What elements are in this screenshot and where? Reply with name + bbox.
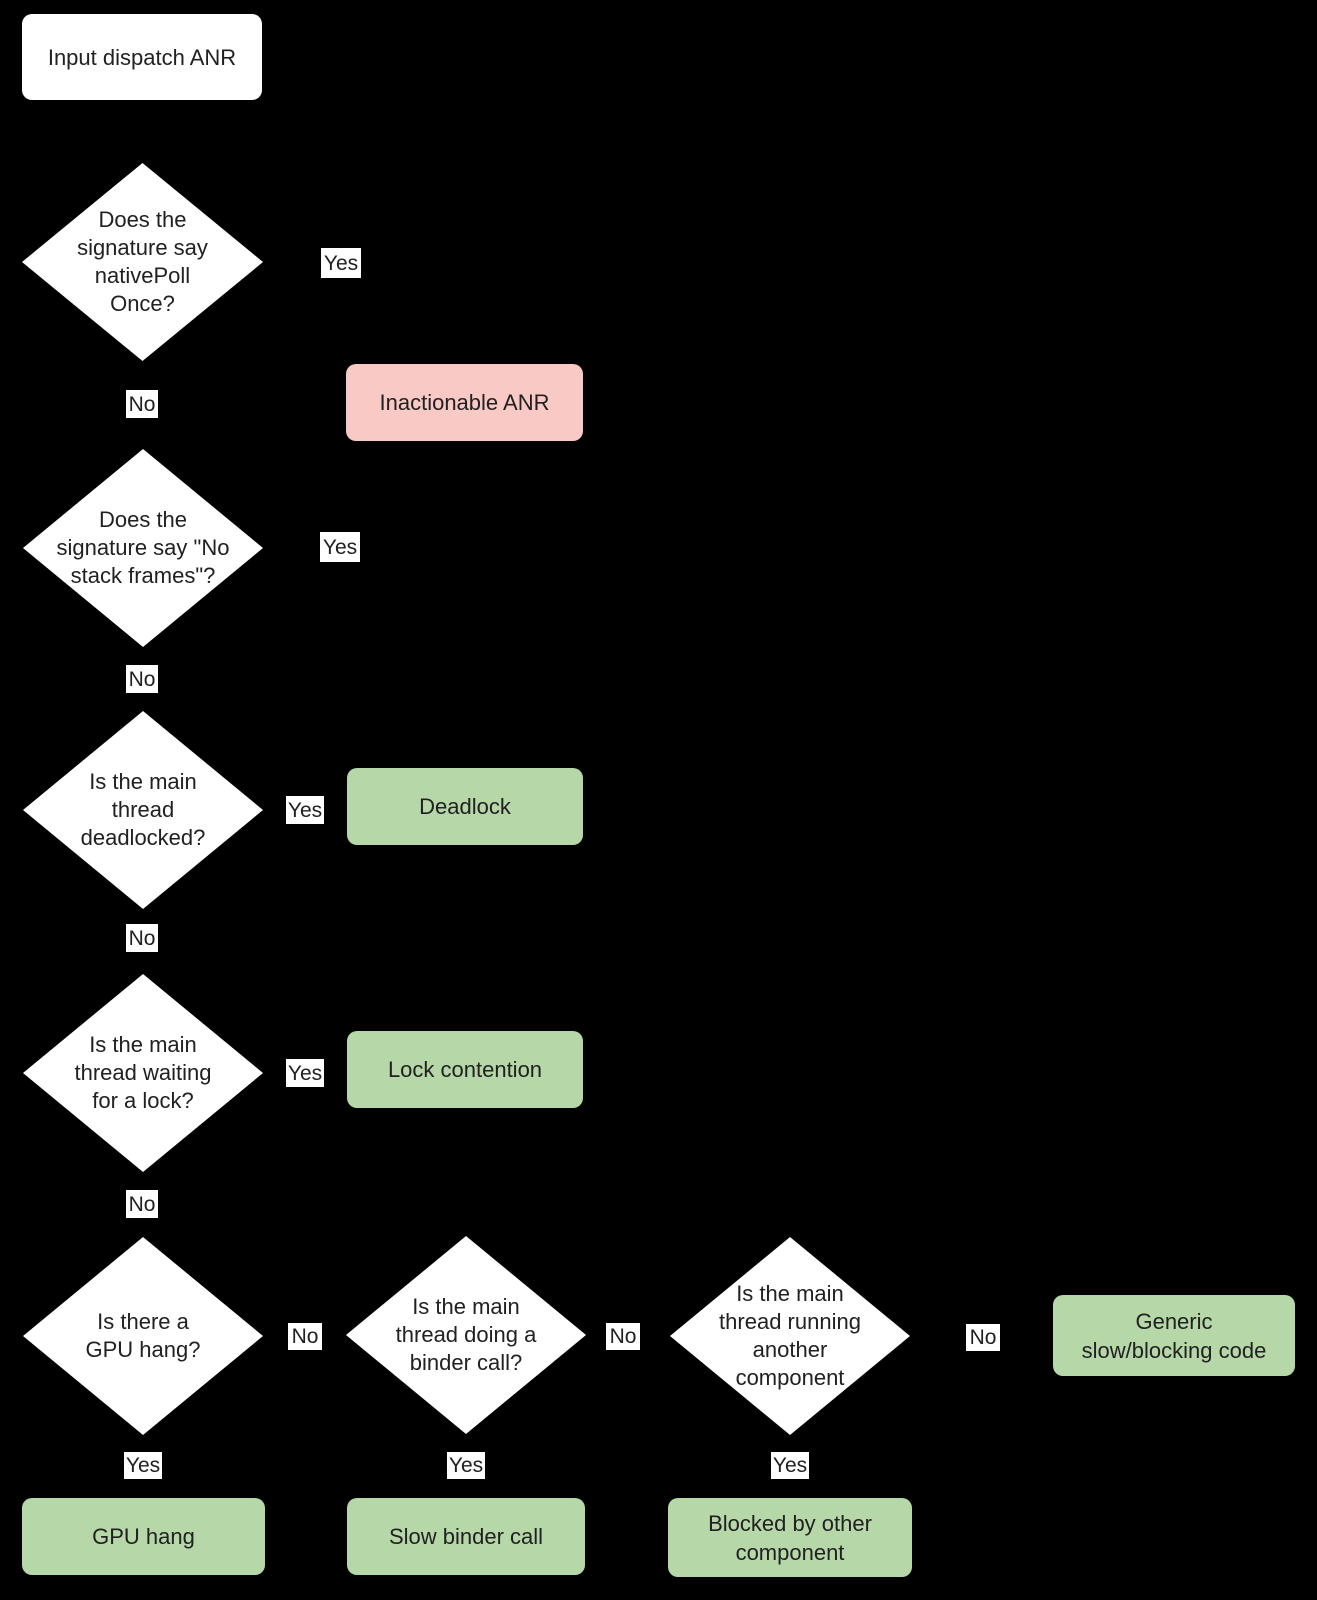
edge-label-yes-6: Yes: [447, 1452, 485, 1479]
decision-main-thread-binder-call-label: Is the main thread doing a binder call?: [395, 1294, 537, 1375]
decision-main-thread-deadlocked: Is the main thread deadlocked?: [23, 711, 263, 909]
edge-label-no-4: No: [126, 1190, 158, 1218]
terminal-slow-binder-call-label: Slow binder call: [388, 1524, 544, 1549]
terminal-lock-contention: Lock contention: [347, 1031, 583, 1108]
edge-label-yes-2: Yes: [320, 532, 360, 562]
terminal-blocked-by-other-component-label: Blocked by other component: [708, 1510, 872, 1565]
decision-gpu-hang-label: Is there a GPU hang?: [85, 1309, 201, 1362]
start-input-dispatch-anr: Input dispatch ANR: [22, 14, 262, 100]
decision-signature-no-stack-frames-label: Does the signature say "No stack frames"…: [56, 507, 230, 588]
terminal-blocked-by-other-component: Blocked by other component: [668, 1498, 912, 1577]
decision-main-thread-running-another-component: Is the main thread running another compo…: [670, 1237, 910, 1435]
edge-label-no-2: No: [126, 665, 158, 693]
decision-signature-nativepollonce-label: Does the signature say nativePoll Once?: [77, 207, 208, 316]
terminal-slow-binder-call: Slow binder call: [347, 1498, 585, 1575]
terminal-gpu-hang: GPU hang: [22, 1498, 265, 1575]
terminal-inactionable-anr-label: Inactionable ANR: [379, 390, 550, 415]
decision-main-thread-waiting-lock-label: Is the main thread waiting for a lock?: [74, 1032, 212, 1113]
decision-signature-no-stack-frames: Does the signature say "No stack frames"…: [23, 449, 263, 647]
terminal-deadlock-label: Deadlock: [419, 794, 511, 819]
edge-label-no-6: No: [606, 1323, 640, 1350]
edge-label-no-1: No: [126, 390, 158, 418]
terminal-deadlock: Deadlock: [347, 768, 583, 845]
decision-gpu-hang: Is there a GPU hang?: [23, 1237, 263, 1435]
terminal-lock-contention-label: Lock contention: [387, 1057, 543, 1082]
edge-label-yes-4: Yes: [286, 1059, 324, 1087]
terminal-gpu-hang-label: GPU hang: [92, 1524, 195, 1549]
terminal-generic-slow-blocking-code: Generic slow/blocking code: [1053, 1295, 1295, 1376]
decision-main-thread-deadlocked-label: Is the main thread deadlocked?: [80, 769, 206, 850]
edge-label-no-7: No: [966, 1324, 1000, 1351]
edge-label-no-5: No: [288, 1323, 322, 1350]
decision-signature-nativepollonce: Does the signature say nativePoll Once?: [22, 163, 263, 361]
edge-label-yes-7: Yes: [771, 1452, 809, 1479]
start-input-dispatch-anr-label: Input dispatch ANR: [47, 44, 237, 70]
terminal-inactionable-anr: Inactionable ANR: [346, 364, 583, 441]
edge-label-yes-1: Yes: [321, 248, 361, 278]
terminal-generic-slow-blocking-code-label: Generic slow/blocking code: [1081, 1308, 1267, 1363]
edge-label-no-3: No: [126, 924, 158, 952]
edge-label-yes-3: Yes: [286, 796, 324, 824]
edge-label-yes-5: Yes: [124, 1452, 162, 1479]
decision-main-thread-binder-call: Is the main thread doing a binder call?: [346, 1236, 586, 1434]
decision-main-thread-waiting-lock: Is the main thread waiting for a lock?: [23, 974, 263, 1172]
decision-main-thread-running-another-component-label: Is the main thread running another compo…: [719, 1281, 861, 1390]
